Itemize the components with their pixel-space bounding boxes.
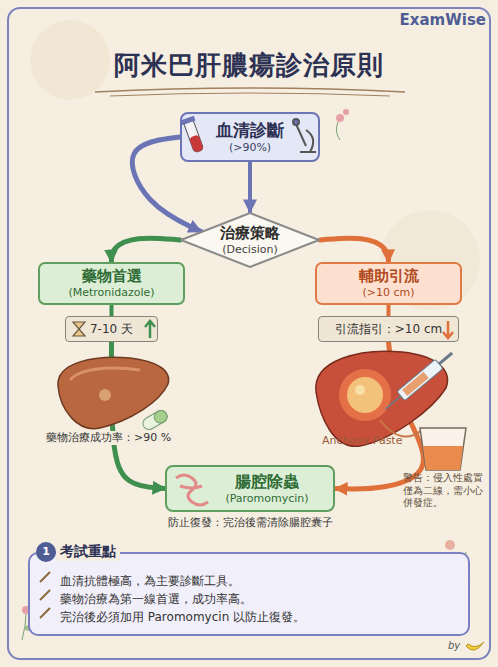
node-title: 7-10 天 <box>90 322 133 337</box>
process-box: 藥物首選(Metronidazole) <box>38 262 185 305</box>
guide-box: 引流指引：>10 cm <box>318 316 459 342</box>
duration-box: 7-10 天 <box>65 316 158 342</box>
node-text: 血清抗體極高，為主要診斷工具。 <box>60 573 240 590</box>
node-text: (Decision) <box>222 243 277 257</box>
title-underline <box>110 93 390 96</box>
warning-note: 警告：侵入性處置僅為二線，需小心併發症。 <box>403 472 483 510</box>
flow-arrow <box>111 238 180 262</box>
diamond-shape <box>181 213 319 267</box>
decision-diamond: 治療策略(Decision) <box>180 212 320 268</box>
title-underline <box>95 88 405 92</box>
illustration-label: Anchovy Paste <box>322 434 402 448</box>
node-text: (>10 cm) <box>362 286 414 300</box>
node-title: 腸腔除蟲 <box>235 472 299 492</box>
callout-number: 1 <box>36 542 56 562</box>
flow-arrow <box>335 342 423 489</box>
flow-arrow <box>111 342 165 489</box>
flow-arrow <box>110 305 114 316</box>
node-text: (Paromomycin) <box>225 492 308 506</box>
page-frame <box>8 8 490 659</box>
node-text: (>90%) <box>229 141 271 155</box>
signature: by <box>448 640 460 653</box>
node-title: 考試重點 <box>56 543 120 561</box>
node-text: 藥物治療為第一線首選，成功率高。 <box>60 591 252 608</box>
node-text: (Metronidazole) <box>68 286 154 300</box>
node-title: 藥物首選 <box>82 267 142 286</box>
flow-arrow <box>387 305 391 316</box>
liver-healthy <box>58 357 169 428</box>
syringe <box>382 348 456 413</box>
pill-capsule <box>141 408 170 431</box>
note-text: 藥物治療成功率：>90 % <box>44 431 173 445</box>
node-title: 引流指引：>10 cm <box>335 322 442 337</box>
flow-arrow <box>248 162 252 212</box>
node-title: 血清診斷 <box>216 120 284 141</box>
flow-arrow <box>320 238 389 262</box>
note-text: 防止復發：完治後需清除腸腔囊子 <box>140 516 360 530</box>
process-box: 血清診斷(>90%) <box>180 112 320 162</box>
banana-icon <box>466 642 484 650</box>
liver-abscess <box>316 351 448 446</box>
drainage-cup <box>420 428 466 470</box>
node-text: 完治後必須加用 Paromomycin 以防止復發。 <box>60 609 305 626</box>
watermark: ExamWise <box>398 11 486 30</box>
process-box: 輔助引流(>10 cm) <box>315 262 462 305</box>
process-box: 腸腔除蟲(Paromomycin) <box>165 465 335 512</box>
key-points-box: 考試重點血清抗體極高，為主要診斷工具。藥物治療為第一線首選，成功率高。完治後必須… <box>28 552 470 636</box>
diagram-title: 阿米巴肝膿瘍診治原則 <box>0 48 498 83</box>
node-title: 輔助引流 <box>359 267 419 286</box>
flower-decoration <box>22 109 470 640</box>
stain <box>30 20 110 100</box>
node-title: 治療策略 <box>220 224 280 243</box>
